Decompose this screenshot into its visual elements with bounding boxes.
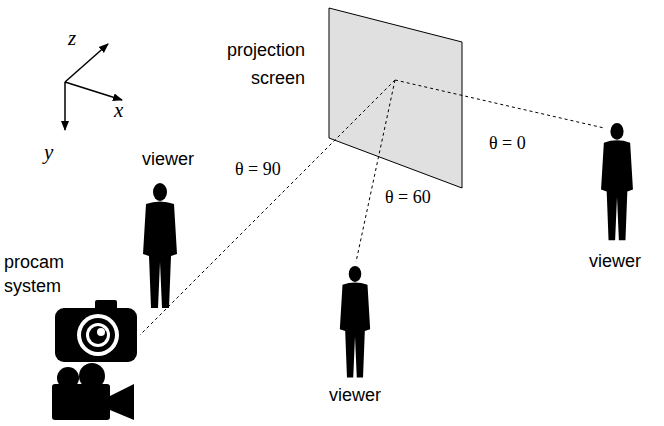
axes [65, 44, 122, 130]
viewer-label: viewer [315, 384, 395, 406]
axis-label: x [114, 98, 123, 123]
viewer-label: viewer [575, 250, 655, 272]
viewer-silhouette [340, 266, 370, 378]
camera-icon [55, 300, 137, 362]
sight-lines [140, 80, 604, 335]
angle-label: θ = 0 [486, 132, 529, 154]
video-camera-icon [52, 363, 134, 420]
viewer-label: viewer [128, 148, 208, 170]
angle-label: θ = 60 [382, 186, 434, 208]
angle-label: θ = 90 [232, 158, 284, 180]
screen-label: projection screen [200, 36, 305, 92]
projection-screen [329, 8, 462, 188]
axis-label: y [44, 140, 53, 165]
viewer-silhouette [601, 123, 633, 240]
system-label: procam system [4, 250, 76, 298]
viewer-silhouette [143, 183, 177, 308]
axis-label: z [68, 26, 76, 51]
